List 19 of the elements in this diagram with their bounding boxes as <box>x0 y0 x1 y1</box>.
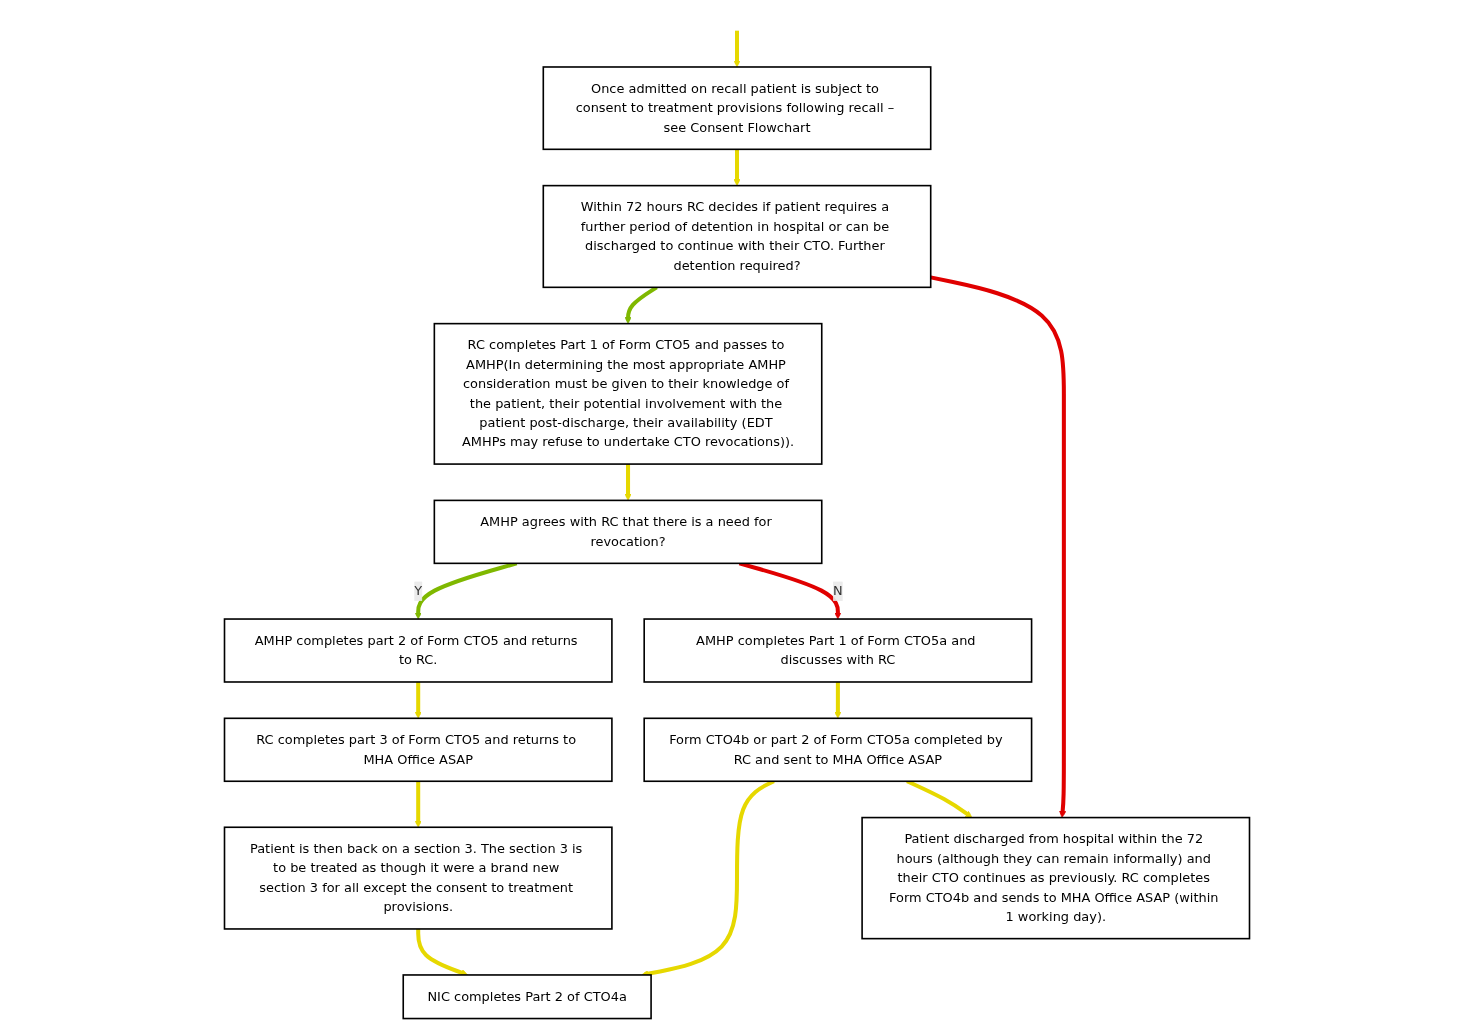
arrow <box>414 682 422 719</box>
arrow <box>624 464 632 501</box>
node-box: RC completes Part 1 of Form CTO5 and passes to AMHP(In determining the most appropriate AMHP consideration must be given to their knowledge of the patient, their potential involvement with the patient post-discharge, their availability (EDT AMHPs may refuse to undertake CTO revocations)). <box>433 322 823 465</box>
node-box: Within 72 hours RC decides if patient requires a further period of detention in hospital or can be discharged to continue with their CTO. Further detention required? <box>542 184 931 289</box>
node-box: RC completes part 3 of Form CTO5 and returns to MHA Office ASAP <box>223 717 613 783</box>
node-box: Patient discharged from hospital within the 72 hours (although they can remain informally) and their CTO continues as previously. RC completes Form CTO4b and sends to MHA Office ASAP (within 1 working day). <box>860 816 1250 940</box>
arrow <box>833 682 841 719</box>
edge-label: Y <box>413 583 422 599</box>
node-box: Patient is then back on a section 3. The section 3 is to be treated as though it were a brand new section 3 for all except the consent to treatment provisions. <box>223 826 613 930</box>
edge-label: N <box>832 583 843 599</box>
arrow <box>414 781 422 828</box>
node-box: AMHP completes part 2 of Form CTO5 and returns to RC. <box>223 618 613 683</box>
node-box: NIC completes Part 2 of CTO4a <box>401 974 652 1020</box>
arrow <box>732 149 741 186</box>
node-box: Form CTO4b or part 2 of Form CTO5a completed by RC and sent to MHA Office ASAP <box>642 717 1032 783</box>
node-box: Once admitted on recall patient is subject to consent to treatment provisions following recall – see Consent Flowchart <box>542 66 931 151</box>
arrow <box>732 30 741 68</box>
node-box: AMHP completes Part 1 of Form CTO5a and discusses with RC <box>642 618 1032 683</box>
node-box: AMHP agrees with RC that there is a need for revocation? <box>433 499 823 565</box>
